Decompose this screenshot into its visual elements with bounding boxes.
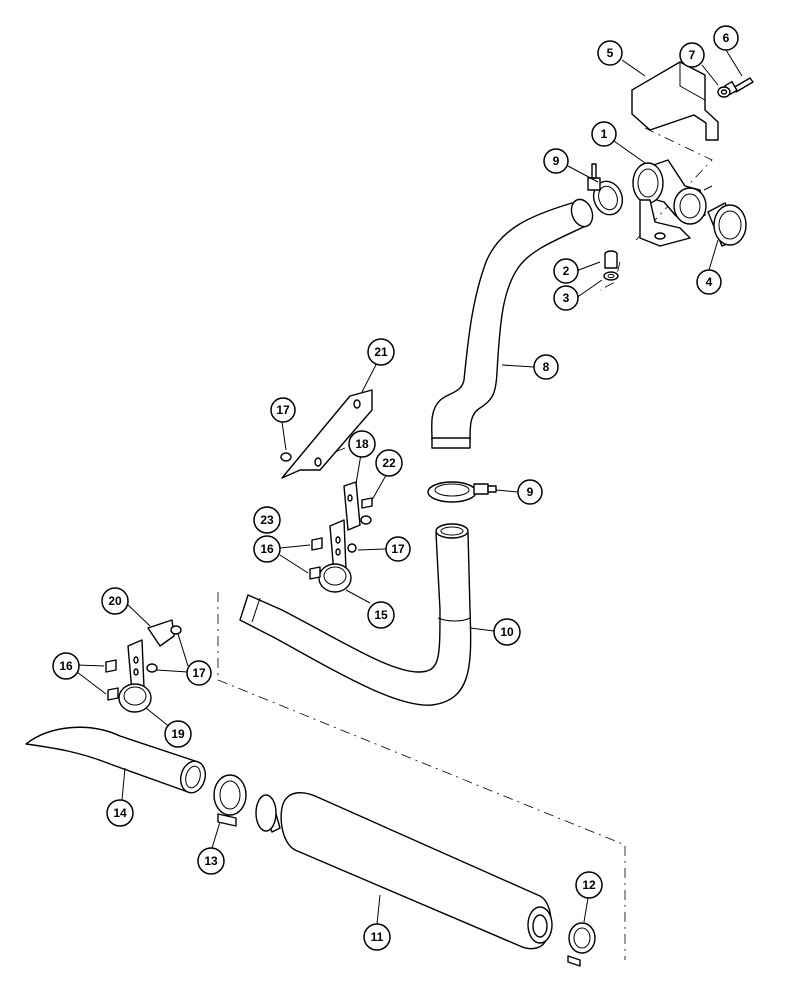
svg-text:9: 9: [553, 154, 560, 168]
callout-17-upper: 17: [270, 397, 296, 423]
svg-text:14: 14: [113, 806, 127, 820]
washer-7: [717, 86, 731, 98]
callout-17-mid: 17: [385, 536, 411, 562]
clamp-15: [318, 563, 352, 593]
callout-15: 15: [367, 601, 395, 629]
heat-shield: [631, 61, 719, 141]
svg-text:21: 21: [374, 345, 388, 359]
svg-text:19: 19: [171, 727, 185, 741]
svg-text:11: 11: [371, 930, 384, 944]
callout-18: 18: [348, 430, 376, 458]
svg-text:13: 13: [204, 854, 218, 868]
bolts-16-mid: [309, 537, 323, 580]
callout-8: 8: [533, 354, 559, 380]
callout-14: 14: [106, 799, 134, 827]
svg-text:15: 15: [374, 608, 388, 622]
callout-22: 22: [375, 449, 403, 477]
callout-11: 11: [363, 923, 391, 951]
callout-2: 2: [553, 258, 579, 284]
j-pipe: [239, 523, 472, 706]
callout-6: 6: [713, 25, 739, 51]
callout-16-mid: 16: [253, 535, 281, 563]
muffler: [255, 792, 553, 950]
tail-pipe: [25, 726, 207, 794]
upper-exhaust-pipe: [431, 198, 594, 449]
svg-text:17: 17: [192, 666, 206, 680]
svg-text:4: 4: [706, 275, 713, 289]
strap-20: [127, 619, 175, 693]
svg-text:16: 16: [260, 542, 274, 556]
svg-text:5: 5: [607, 46, 614, 60]
callout-9-lower: 9: [517, 479, 543, 505]
clamp-12: [567, 922, 596, 967]
callout-10: 10: [493, 618, 521, 646]
callout-1: 1: [591, 121, 617, 147]
svg-text:16: 16: [59, 659, 73, 673]
callout-12: 12: [575, 871, 603, 899]
coupling-sleeve-4: [707, 202, 747, 247]
svg-text:22: 22: [382, 456, 396, 470]
bracket-21: [281, 389, 373, 479]
callout-17-lower: 17: [186, 660, 212, 686]
svg-text:20: 20: [108, 594, 122, 608]
callout-9-upper: 9: [543, 148, 569, 174]
callout-21: 21: [367, 338, 395, 366]
svg-text:12: 12: [582, 878, 596, 892]
svg-text:3: 3: [563, 291, 570, 305]
callout-20: 20: [101, 587, 129, 615]
callout-16-lower: 16: [52, 652, 80, 680]
clamp-9-upper: [587, 163, 624, 216]
svg-text:6: 6: [723, 31, 730, 45]
callout-19: 19: [164, 720, 192, 748]
washer-3: [603, 271, 619, 281]
svg-text:17: 17: [276, 403, 290, 417]
bolt-22: [361, 497, 373, 509]
svg-text:7: 7: [689, 48, 696, 62]
clamp-19: [118, 683, 152, 713]
svg-text:10: 10: [500, 625, 514, 639]
svg-text:18: 18: [355, 437, 369, 451]
svg-text:9: 9: [527, 485, 534, 499]
svg-text:17: 17: [391, 542, 405, 556]
svg-text:8: 8: [543, 360, 550, 374]
callout-5: 5: [597, 40, 623, 66]
exhaust-elbow: [632, 159, 713, 247]
nut-17-upper: [280, 452, 292, 462]
nuts-17-lower: [146, 625, 182, 673]
strap-18: [329, 481, 361, 575]
bolt-2: [604, 250, 618, 269]
nut-17-mid: [347, 515, 372, 553]
clamp-13: [213, 774, 247, 827]
callout-3: 3: [553, 285, 579, 311]
callout-23: 23: [253, 506, 281, 534]
svg-text:1: 1: [601, 127, 608, 141]
bolt-6: [724, 77, 754, 96]
callout-7: 7: [679, 42, 705, 68]
callout-13: 13: [197, 847, 225, 875]
svg-text:23: 23: [260, 513, 274, 527]
clamp-9-lower: [427, 481, 497, 503]
svg-text:2: 2: [563, 264, 570, 278]
bolts-16-lower: [105, 659, 119, 701]
callout-4: 4: [696, 269, 722, 295]
